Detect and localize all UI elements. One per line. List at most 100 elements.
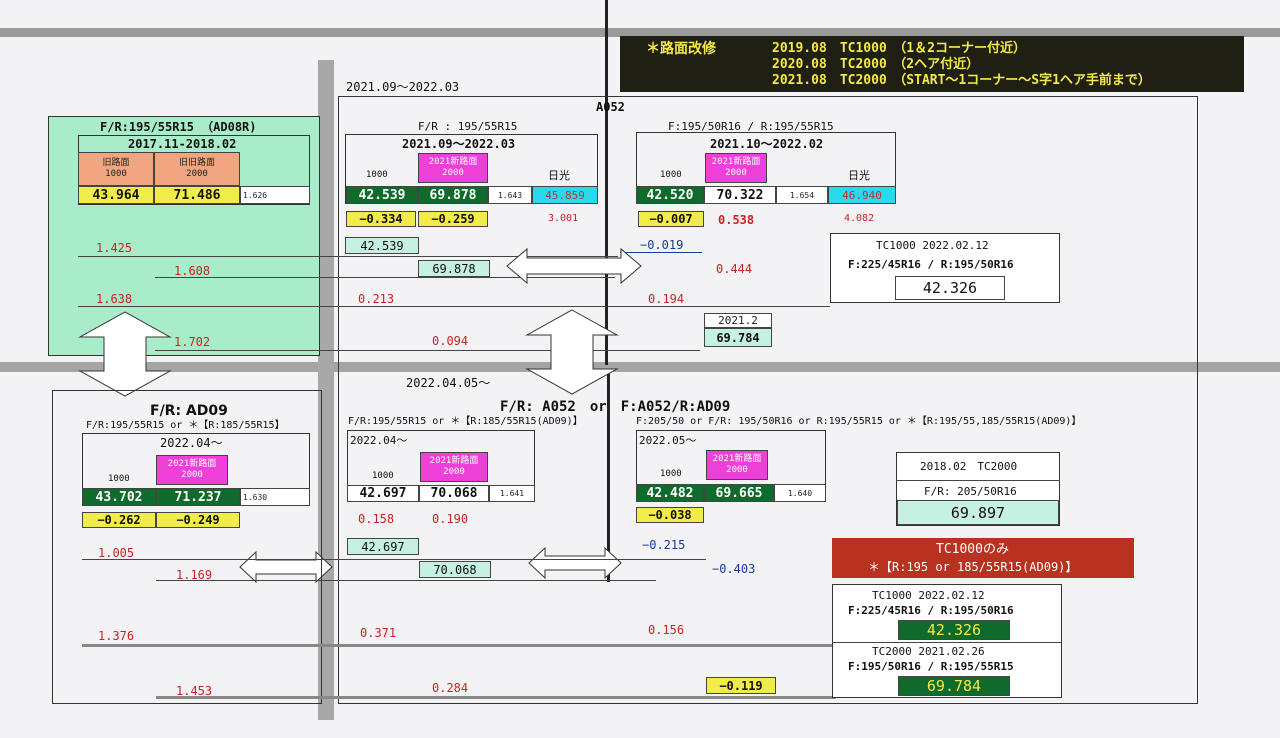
- bl-diff-2: −0.249: [156, 512, 240, 528]
- left-pillar: [318, 60, 334, 720]
- tm-diff-2: −0.259: [418, 211, 488, 227]
- center-divider-top: [605, 0, 608, 365]
- tc-bottom-sep: [832, 642, 1062, 643]
- tl-diff-2: 1.608: [174, 264, 211, 278]
- tr-red-1: 0.444: [716, 262, 753, 276]
- br-label-1000: 1000: [660, 469, 682, 479]
- tr-blue-1: −0.019: [640, 238, 684, 252]
- br-blue-2: −0.403: [712, 562, 756, 576]
- tr-value-1: 42.520: [636, 186, 704, 204]
- br-ratio: 1.640: [774, 484, 826, 502]
- guide-line-5: [82, 559, 706, 560]
- bm-value-1: 42.697: [347, 485, 419, 502]
- bm-d1: 0.371: [360, 626, 397, 640]
- tr-ratio: 1.654: [776, 186, 828, 204]
- tc2000-b-tires: F:195/50R16 / R:195/55R15: [848, 660, 1014, 673]
- center-divider-bottom: [607, 372, 610, 582]
- tm-nikko: 日光: [548, 169, 570, 182]
- bottom-left-panel: [52, 390, 322, 704]
- double-arrow-bottom-left: [239, 550, 333, 584]
- tc1000-only-line-2: ＊【R:195 or 185/55R15(AD09)】: [868, 560, 1078, 574]
- tm-value-1: 42.539: [346, 186, 418, 204]
- tr-blue-line: [620, 252, 702, 253]
- bl-tires: F/R:195/55R15 or ＊【R:185/55R15】: [86, 420, 285, 431]
- tr-value-3: 46.940: [828, 186, 896, 204]
- notice-line-2: 2020.08 TC2000 （2ヘア付近）: [772, 57, 980, 72]
- bl-label-1000: 1000: [108, 474, 130, 484]
- tc1000-top-title: TC1000 2022.02.12: [876, 239, 989, 252]
- notice-line-1: 2019.08 TC1000 （1＆2コーナー付近）: [772, 41, 1026, 56]
- bottom-date: 2022.04.05〜: [406, 376, 491, 390]
- tl-value-2: 71.486: [154, 186, 240, 204]
- vertical-arrow-left: [78, 311, 172, 397]
- guide-line-1: [78, 256, 618, 257]
- tl-period: 2017.11-2018.02: [128, 137, 237, 151]
- br-period: 2022.05〜: [639, 434, 697, 447]
- br-value-1: 42.482: [636, 484, 704, 502]
- tr-label-1000: 1000: [660, 170, 682, 180]
- bl-d1: 1.005: [98, 546, 135, 560]
- tl-tires: F/R:195/55R15 （AD08R): [100, 120, 257, 134]
- guide-line-8: [156, 696, 836, 699]
- tm-diff-3: 3.001: [548, 213, 579, 224]
- tm-ratio: 1.643: [488, 186, 532, 204]
- bm-value-2: 70.068: [419, 485, 489, 502]
- bm-ratio: 1.641: [489, 485, 535, 502]
- tl-value-1: 43.964: [78, 186, 154, 204]
- guide-line-7: [82, 644, 840, 647]
- guide-line-2: [155, 277, 615, 278]
- tc1000-b-tires: F:225/45R16 / R:195/50R16: [848, 604, 1014, 617]
- bl-d4: 1.453: [176, 684, 213, 698]
- bm-diff-2: 0.190: [432, 512, 469, 526]
- bm-d2: 0.284: [432, 681, 469, 695]
- tm-value-2: 69.878: [418, 186, 488, 204]
- bl-d3: 1.376: [98, 629, 135, 643]
- tm-tires: F/R : 195/55R15: [418, 120, 518, 133]
- bm-label-1000: 1000: [372, 471, 394, 481]
- tc1000-only-line-1: TC1000のみ: [936, 542, 1009, 557]
- tc2000-2018-value: 69.897: [897, 500, 1059, 525]
- br-red-1: 0.156: [648, 623, 685, 637]
- tl-diff-1: 1.425: [96, 241, 133, 255]
- bm-period: 2022.04〜: [350, 434, 408, 447]
- middle-band: [0, 362, 1280, 372]
- guide-line-3: [78, 306, 830, 307]
- top-band: [0, 28, 1280, 37]
- tm-diff-1: −0.334: [346, 211, 416, 227]
- tc2000-b-value: 69.784: [898, 676, 1010, 696]
- tm-diff-bottom-1: 0.213: [358, 292, 395, 306]
- bl-value-1: 43.702: [82, 488, 156, 506]
- bm-tires: F/R:195/55R15 or ＊【R:185/55R15(AD09)】: [348, 416, 583, 427]
- tm-copy-1: 42.539: [345, 237, 419, 254]
- main-frame: [338, 96, 1198, 704]
- guide-line-6: [156, 580, 656, 581]
- tr-diff-2: 0.538: [718, 213, 755, 227]
- tc1000-b-value: 42.326: [898, 620, 1010, 640]
- tl-diff-4: 1.702: [174, 335, 211, 349]
- bm-copy-2: 70.068: [419, 561, 491, 578]
- tc2000-2018-title: 2018.02 TC2000: [920, 460, 1018, 473]
- tr-tires: F:195/50R16 / R:195/55R15: [668, 120, 834, 133]
- tl-ratio: 1.626: [240, 186, 310, 204]
- tc2000-b-title: TC2000 2021.02.26: [872, 645, 985, 658]
- br-tires: F:205/50 or F/R: 195/50R16 or R:195/55R1…: [636, 416, 1082, 427]
- tc2000-2018-tires: F/R: 205/50R16: [924, 485, 1017, 498]
- double-arrow-bottom-mid: [528, 546, 622, 580]
- bl-title: F/R: AD09: [150, 403, 228, 419]
- tm-value-3: 45.859: [532, 186, 598, 204]
- notice-box: ＊路面改修 2019.08 TC1000 （1＆2コーナー付近） 2020.08…: [620, 36, 1244, 92]
- tc1000-top-value: 42.326: [895, 276, 1005, 300]
- bl-diff-1: −0.262: [82, 512, 156, 528]
- tr-diff-3: 4.082: [844, 213, 875, 224]
- tr-year-value: 69.784: [704, 328, 772, 347]
- bm-copy-1: 42.697: [347, 538, 419, 555]
- tc2000-2018-sep: [896, 480, 1060, 481]
- a052-label: A052: [596, 100, 625, 114]
- tm-diff-bottom-2: 0.094: [432, 334, 469, 348]
- tc1000-only-banner: TC1000のみ ＊【R:195 or 185/55R15(AD09)】: [832, 538, 1134, 578]
